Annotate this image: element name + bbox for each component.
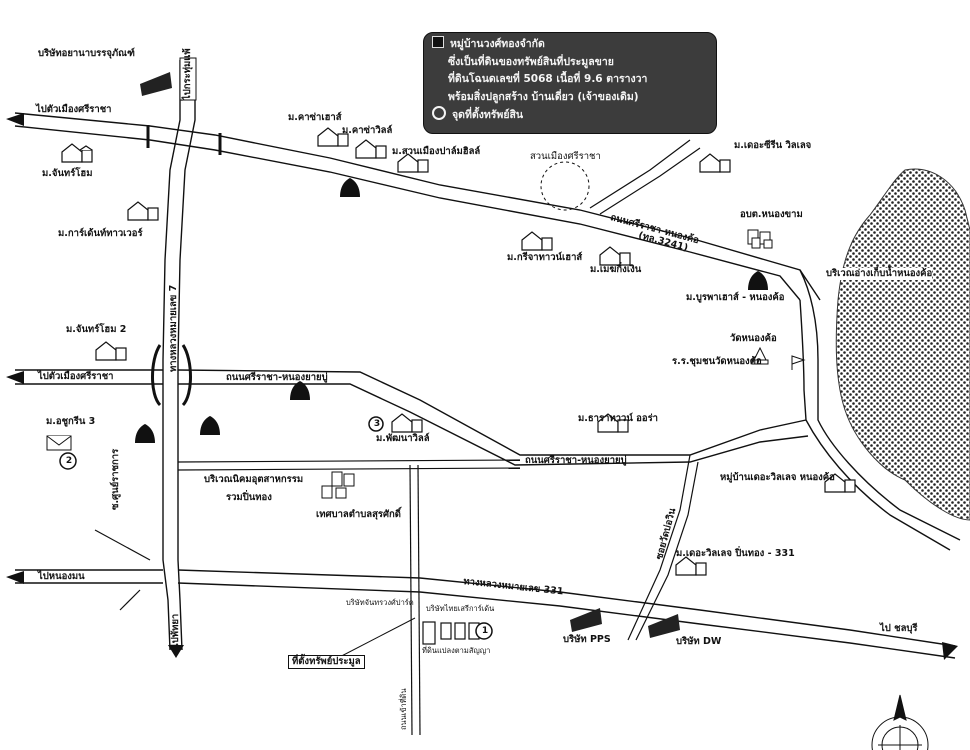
interchange-top bbox=[146, 125, 222, 155]
label-abt-nongkham: อบต.หนองขาม bbox=[740, 209, 803, 220]
highway-331 bbox=[15, 569, 956, 659]
label-wat-nongkho: วัดหนองค้อ bbox=[730, 333, 777, 344]
label-derasiri: ม.เดอะซีรีน วิลเลจ bbox=[734, 140, 812, 151]
pointer-line bbox=[329, 617, 416, 663]
label-v-soi: ซ.ศูนย์ราชการ bbox=[110, 448, 121, 510]
label-dsagreen: ม.อชูกรีน 3 bbox=[46, 416, 96, 427]
road-northeast bbox=[589, 139, 701, 215]
number-markers bbox=[59, 416, 493, 640]
flag-icon bbox=[791, 355, 806, 370]
label-road-bowin: ถนนศรีราชา-หนองยายบู่ bbox=[226, 372, 328, 383]
legend-line5: จุดที่ตั้งทรัพย์สิน bbox=[432, 106, 708, 125]
legend-line2: ซึ่งเป็นที่ดินของทรัพย์สินที่ประมูลขาย bbox=[448, 55, 614, 68]
label-krirja: ม.กรีจาทาวน์เฮาส์ bbox=[507, 252, 583, 263]
mail-icon bbox=[46, 435, 72, 451]
arrow-right-chonburi bbox=[942, 642, 958, 660]
label-company-top: บริษัทอยานาบรรจุภัณฑ์ bbox=[38, 48, 135, 59]
number-3: 3 bbox=[373, 419, 381, 429]
label-road-bottom: ถนนเข้าที่ดิน bbox=[399, 688, 408, 730]
legend-line3: ที่ดินโฉนดเลขที่ 5068 เนื้อที่ 9.6 ตาราง… bbox=[448, 73, 648, 85]
label-pps: บริษัท PPS bbox=[563, 634, 611, 645]
label-mekhing: ม.เมฆกิ่งเงิน bbox=[590, 264, 642, 275]
compass-icon bbox=[871, 694, 929, 750]
label-small1: บริษัทจันทรวงศ์ปาร์ค bbox=[346, 598, 414, 607]
tree-icons bbox=[135, 178, 768, 443]
label-lake-srira: สวนเมืองศรีราชา bbox=[530, 151, 601, 162]
interchange-mid bbox=[151, 344, 192, 407]
label-to-nongmon: ไปหนองมน bbox=[38, 571, 85, 582]
reservoir-area bbox=[835, 168, 970, 521]
label-box-gra bbox=[179, 57, 197, 101]
label-garden-tower: ม.การ์เด้นท์ทาวเวอร์ bbox=[58, 228, 143, 239]
label-small3: ที่ดินแปลงตามสัญญา bbox=[422, 646, 491, 655]
local-roads bbox=[177, 454, 699, 736]
label-pattana: ม.พัฒนาวิลล์ bbox=[376, 433, 430, 444]
label-chanthra-home: ม.จันทร์โฮม bbox=[42, 168, 93, 179]
arrow-left-top bbox=[6, 113, 24, 126]
label-small2: บริษัทไทยเสรีการ์เด้น bbox=[426, 604, 495, 613]
legend-circle-icon bbox=[432, 106, 446, 120]
label-property-loc: ที่ตั้งทรัพย์ประมูล bbox=[288, 655, 365, 669]
arrow-left-bottom bbox=[6, 571, 24, 584]
arrow-left-mid bbox=[6, 371, 24, 384]
number-2: 2 bbox=[65, 456, 73, 466]
label-dw: บริษัท DW bbox=[676, 636, 722, 647]
road-southwest bbox=[94, 529, 151, 611]
label-to-muang-top: ไปตัวเมืองศรีราชา bbox=[36, 104, 112, 115]
legend-box: หมู่บ้านวงศ์ทองจำกัด ซึ่งเป็นที่ดินของทร… bbox=[423, 32, 717, 134]
label-to-pattaya: ไปพัทยา bbox=[170, 613, 181, 648]
arrow-down-pattaya bbox=[168, 645, 184, 658]
temple-icon bbox=[751, 346, 769, 365]
road-bowin bbox=[15, 369, 809, 466]
label-to-chonburi: ไป ชลบุรี bbox=[880, 623, 918, 634]
label-village-nongkho: หมู่บ้านเดอะวิลเลจ หนองค้อ bbox=[720, 472, 835, 483]
label-highway7: ทางหลวงหมายเลข 7 bbox=[168, 284, 179, 372]
label-dara: ม.ธาราทาวน์ ออร่า bbox=[578, 413, 659, 424]
label-kasa-ville: ม.คาซ่าวิลล์ bbox=[342, 125, 393, 136]
label-village-331: ม.เดอะวิลเลจ ปิ่นทอง - 331 bbox=[676, 548, 795, 559]
label-burapa: ม.บูรพาเฮาส์ - หนองค้อ bbox=[686, 292, 785, 303]
label-surasak: เทศบาลตำบลสุรศักดิ์ bbox=[316, 509, 401, 520]
label-chanthra-home2: ม.จันทร์โฮม 2 bbox=[66, 324, 127, 335]
legend-line1: หมู่บ้านวงศ์ทองจำกัด bbox=[432, 36, 708, 54]
road-east bbox=[799, 269, 961, 551]
label-school: ร.ร.ชุมชนวัดหนองค้อ bbox=[672, 356, 762, 367]
road-srira-nongkho bbox=[14, 112, 821, 301]
number-1: 1 bbox=[481, 626, 489, 636]
label-muang-garden: ม.สวนเมืองปาล์มฮิลล์ bbox=[392, 146, 481, 157]
label-pinthong: รวมปิ่นทอง bbox=[226, 492, 272, 503]
label-kasikorn: บริเวณนิคมอุตสาหกรรม bbox=[204, 474, 304, 485]
label-reservoir: บริเวณอ่างเก็บน้ำหนองค้อ bbox=[826, 268, 933, 280]
legend-line4: พร้อมสิ่งปลูกสร้าง บ้านเดี่ยว (เจ้าของเด… bbox=[448, 90, 639, 103]
legend-square-icon bbox=[432, 36, 444, 48]
factory-icons bbox=[140, 72, 680, 638]
property-plots bbox=[422, 621, 480, 645]
house-icons bbox=[61, 127, 856, 576]
lake-circle bbox=[540, 161, 590, 211]
label-to-gra: ไปกระทุ่มแพ้ bbox=[182, 48, 193, 100]
label-kasian-home: ม.คาซ่าเฮาส์ bbox=[288, 112, 342, 123]
label-to-muang-mid: ไปตัวเมืองศรีราชา bbox=[38, 371, 114, 382]
highway-7 bbox=[162, 60, 196, 651]
building-icons bbox=[321, 229, 773, 499]
label-road-nongyaiboo: ถนนศรีราชา-หนองยายบู่ bbox=[525, 455, 627, 466]
